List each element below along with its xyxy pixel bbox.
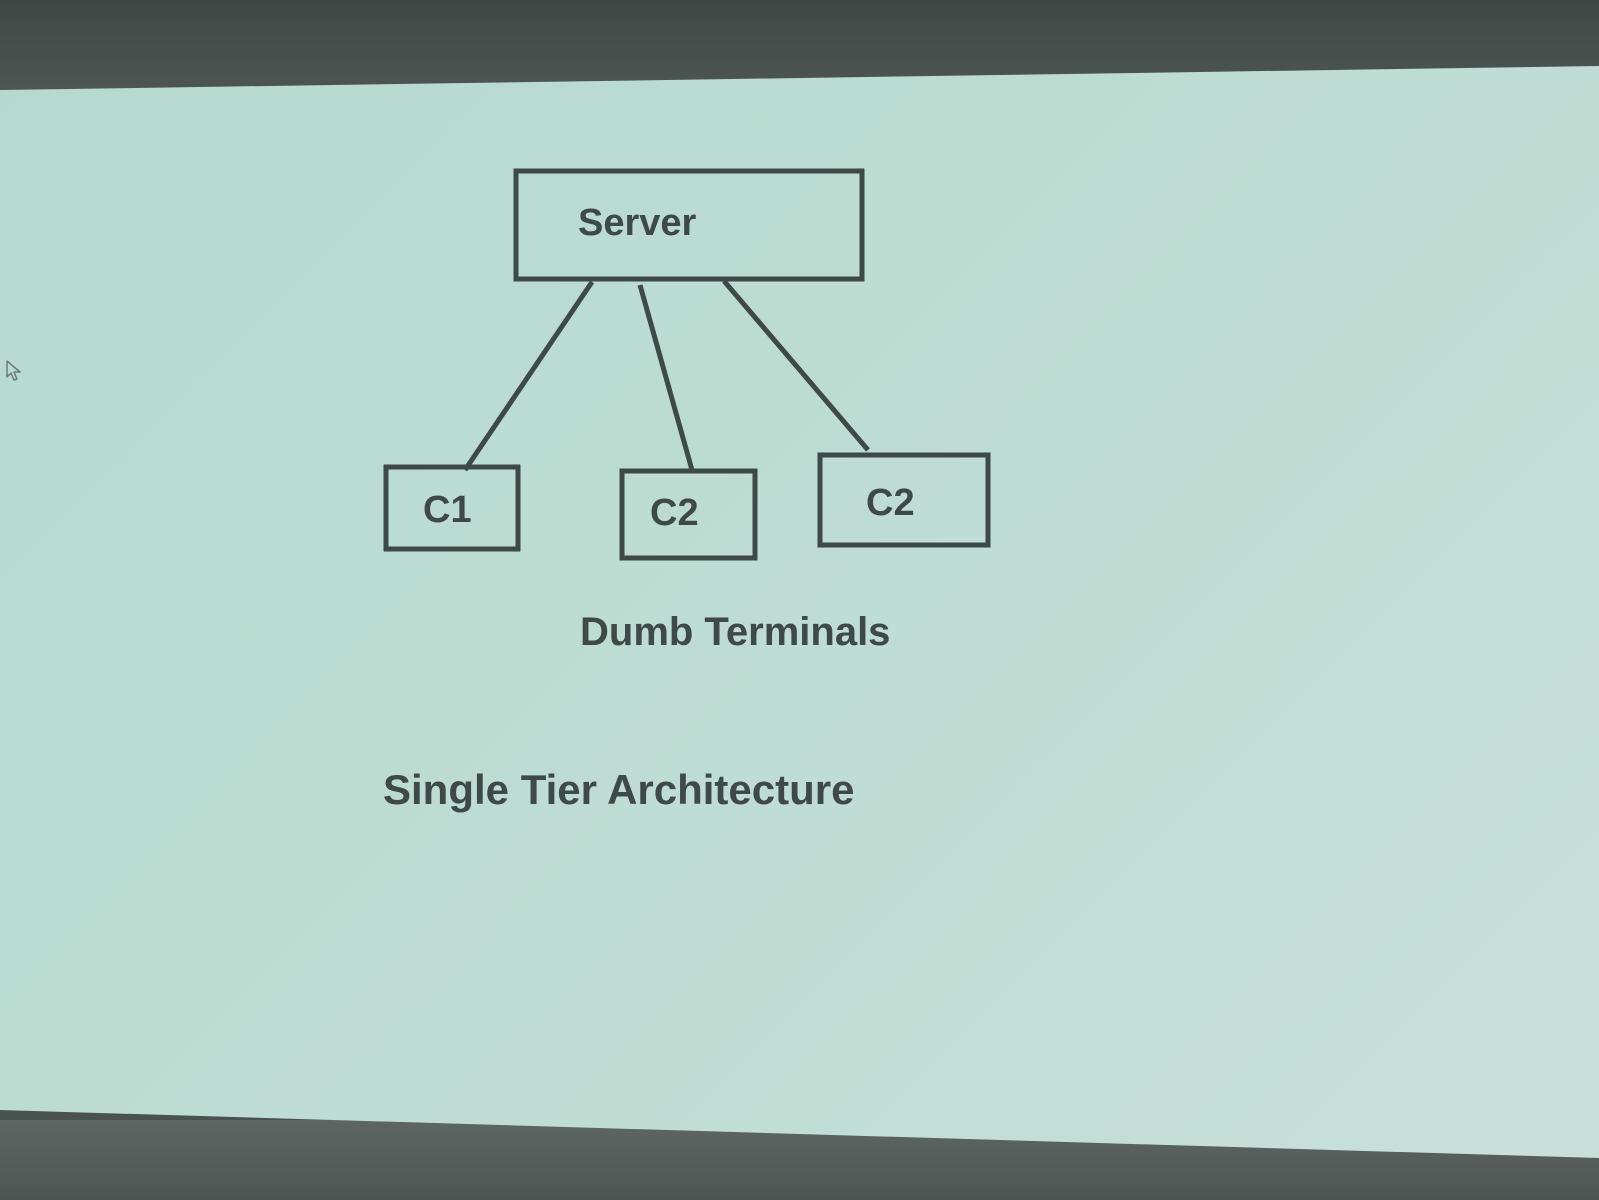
edge-server-c3 — [722, 279, 870, 452]
edge-server-c1 — [462, 280, 595, 472]
client-label-2: C2 — [650, 492, 699, 534]
cursor-arrow-icon — [6, 360, 21, 381]
client-node-1: C1 — [383, 464, 521, 552]
client-node-3: C2 — [817, 452, 991, 548]
edge-server-c2 — [637, 284, 695, 471]
client-node-2: C2 — [619, 468, 758, 561]
client-box-3 — [817, 452, 991, 548]
client-box-1 — [383, 464, 521, 552]
terminals-caption: Dumb Terminals — [580, 610, 891, 654]
client-label-3: C2 — [866, 482, 915, 524]
server-box — [513, 168, 865, 282]
client-box-2 — [619, 468, 758, 561]
server-node: Server — [513, 168, 865, 282]
slide-title: Single Tier Architecture — [383, 766, 855, 813]
server-label: Server — [578, 202, 697, 244]
client-label-1: C1 — [423, 489, 472, 531]
